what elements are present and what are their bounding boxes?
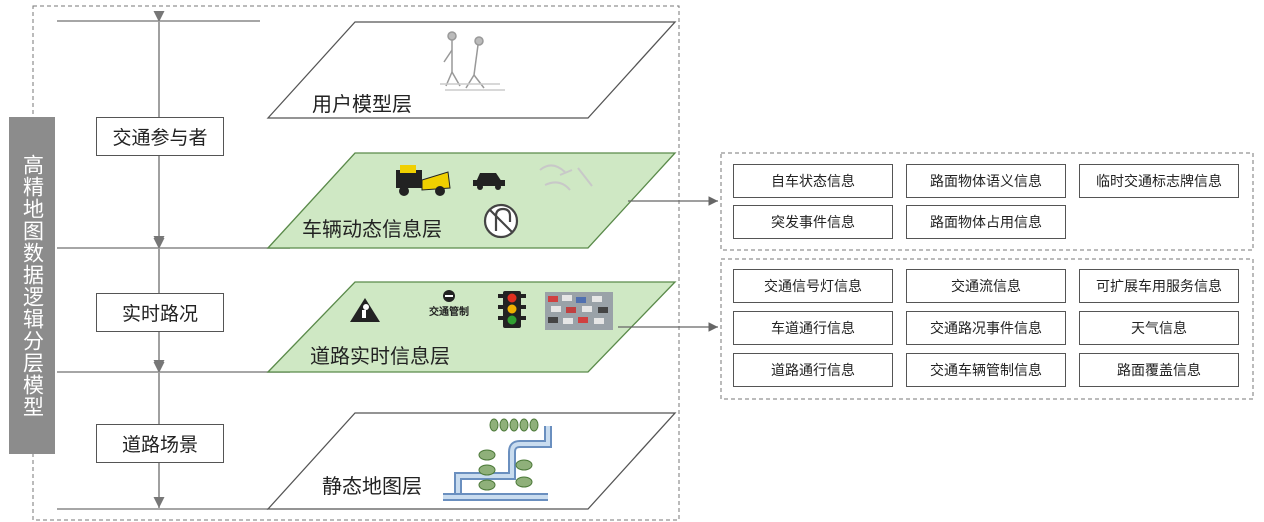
road-marking-icon	[539, 164, 593, 191]
category-realtime-traffic: 实时路况	[96, 293, 224, 332]
info-cell: 可扩展车用服务信息	[1079, 269, 1239, 303]
pedestrians-icon	[440, 31, 505, 91]
sidebar-title-text: 高精地图数据逻辑分层模型	[20, 153, 45, 418]
category-traffic-participants: 交通参与者	[96, 117, 224, 156]
layer-label-static-map: 静态地图层	[322, 474, 422, 498]
tow-truck-icon	[396, 165, 451, 196]
category-label: 道路场景	[121, 434, 198, 456]
traffic-control-sign-icon	[443, 290, 455, 302]
info-cell: 路面物体语义信息	[906, 164, 1066, 198]
sidebar-title: 高精地图数据逻辑分层模型	[9, 117, 55, 454]
info-cell: 交通流信息	[906, 269, 1066, 303]
info-cell: 车道通行信息	[733, 311, 893, 345]
info-cell: 临时交通标志牌信息	[1079, 164, 1239, 198]
traffic-jam-icon	[545, 292, 613, 330]
layer-static-map	[266, 412, 677, 510]
traffic-light-icon	[498, 291, 526, 328]
dynamic-info-group	[720, 152, 1254, 251]
category-label: 实时路况	[121, 303, 198, 325]
layer-label-vehicle-dynamic: 车辆动态信息层	[302, 217, 442, 241]
info-cell: 交通路况事件信息	[906, 311, 1066, 345]
info-cell: 交通信号灯信息	[733, 269, 893, 303]
car-icon	[473, 173, 505, 190]
info-cell: 路面覆盖信息	[1079, 353, 1239, 387]
outer-dashed-frame	[32, 5, 680, 521]
info-cell: 路面物体占用信息	[906, 205, 1066, 239]
layer-user-model	[266, 21, 677, 119]
layer-label-road-realtime: 道路实时信息层	[310, 344, 450, 368]
layer-label-user-model: 用户模型层	[312, 92, 412, 116]
traffic-control-sign-text: 交通管制	[429, 307, 469, 318]
no-uturn-sign-icon	[483, 203, 519, 239]
info-cell: 突发事件信息	[733, 205, 893, 239]
road-map-icon	[443, 418, 552, 501]
road-work-icon	[350, 298, 380, 322]
info-cell: 天气信息	[1079, 311, 1239, 345]
category-label: 交通参与者	[112, 127, 208, 149]
info-cell: 交通车辆管制信息	[906, 353, 1066, 387]
realtime-info-group	[720, 258, 1254, 400]
info-cell: 自车状态信息	[733, 164, 893, 198]
info-cell: 道路通行信息	[733, 353, 893, 387]
layer-vehicle-dynamic	[266, 152, 677, 249]
category-road-scene: 道路场景	[96, 424, 224, 463]
